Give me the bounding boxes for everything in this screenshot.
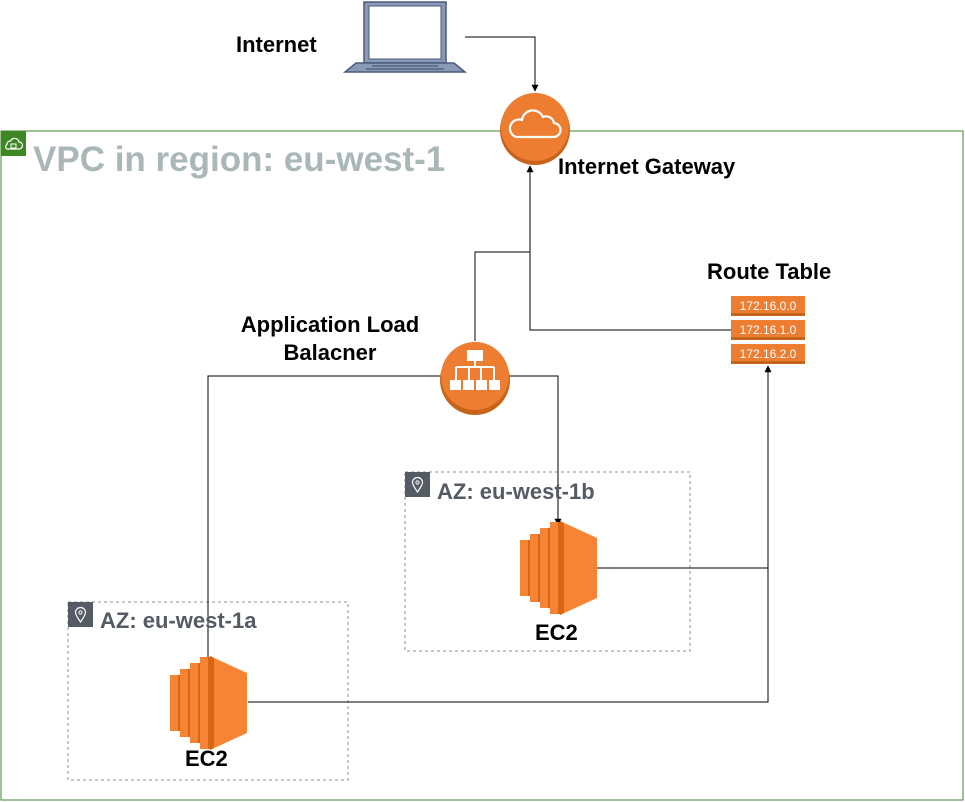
route-entry-2: 172.16.1.0 [740, 323, 797, 337]
laptop-icon [342, 1, 468, 73]
ec2-instance-icon [170, 656, 247, 750]
connectors [204, 36, 772, 703]
load-balancer-icon [440, 342, 510, 415]
route-entry-3: 172.16.2.0 [740, 347, 797, 361]
routetable-to-gateway-edge [529, 252, 731, 331]
internet-gateway-label: Internet Gateway [558, 154, 736, 179]
route-table-label: Route Table [707, 259, 832, 284]
az-b-label: AZ: eu-west-1b [437, 479, 595, 504]
route-entry-1: 172.16.0.0 [740, 299, 797, 313]
alb-to-ec2a-edge [204, 375, 475, 665]
internet-label: Internet [236, 32, 317, 57]
alb-to-gateway-edge [474, 165, 534, 341]
internet-to-gateway-edge [465, 36, 539, 92]
route-table-icon: 172.16.0.0 172.16.1.0 172.16.2.0 [731, 296, 805, 364]
cloud-gateway-icon [500, 93, 570, 165]
ec2-a-label: EC2 [185, 746, 228, 771]
vpc-cloud-lock-icon [1, 131, 26, 156]
ec2a-to-routetable-edge [248, 568, 769, 703]
vpc-container [0, 130, 964, 801]
vpc-title: VPC in region: eu-west-1 [33, 140, 446, 179]
alb-label: Application Load Balacner [240, 312, 420, 365]
ec2-b-label: EC2 [535, 620, 578, 645]
location-pin-icon [68, 602, 93, 627]
ec2-instance-icon [520, 521, 597, 615]
location-pin-icon [405, 472, 430, 497]
ec2b-to-routetable-edge [597, 365, 772, 569]
az-a-label: AZ: eu-west-1a [100, 608, 257, 633]
az-b-container [404, 471, 691, 652]
